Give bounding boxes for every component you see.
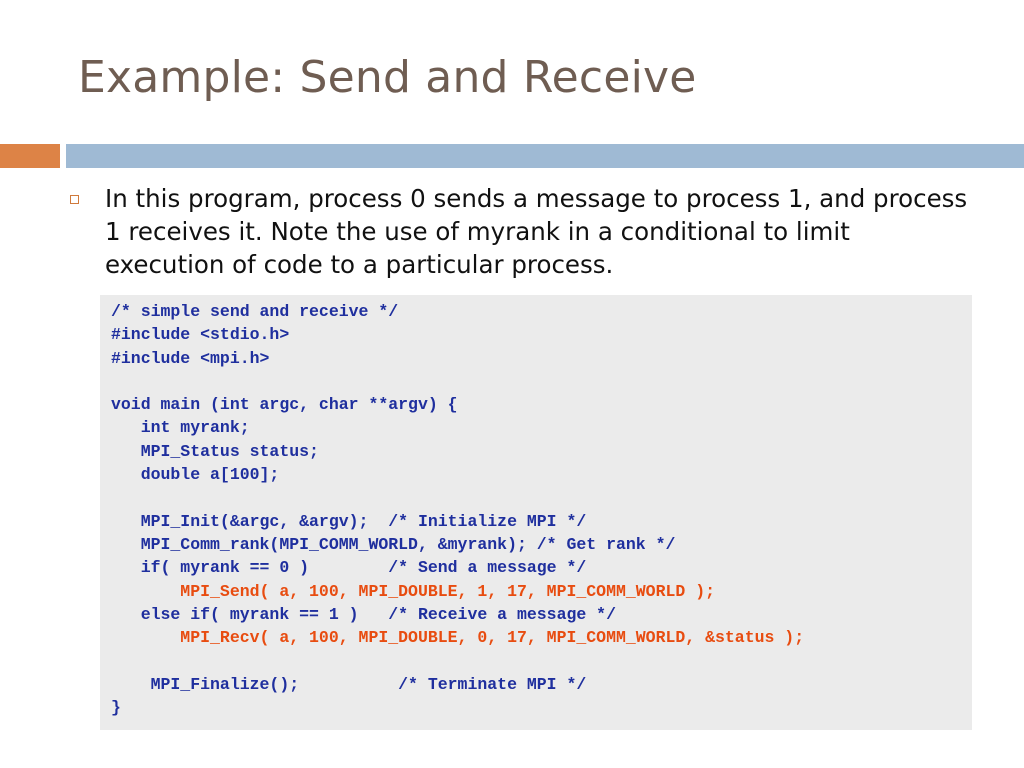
hollow-square-bullet-icon [70,195,79,204]
accent-bar-blue [66,144,1024,168]
code-line: MPI_Send( a, 100, MPI_DOUBLE, 1, 17, MPI… [111,581,715,601]
bullet-text: In this program, process 0 sends a messa… [105,184,968,279]
code-line: MPI_Recv( a, 100, MPI_DOUBLE, 0, 17, MPI… [111,628,805,648]
code-line [111,370,804,393]
code-line: MPI_Init(&argc, &argv); /* Initialize MP… [111,511,587,531]
code-line [111,649,804,672]
code-line: MPI_Finalize(); /* Terminate MPI */ [111,674,587,694]
code-line: #include <stdio.h> [111,325,290,345]
code-line: /* simple send and receive */ [111,302,399,321]
code-line: if( myrank == 0 ) /* Send a message */ [111,558,587,578]
code-line: double a[100]; [111,465,280,485]
code-line: void main (int argc, char **argv) { [111,395,458,415]
code-line: MPI_Comm_rank(MPI_COMM_WORLD, &myrank); … [111,534,676,554]
accent-bar-orange [0,144,60,168]
code-lines: /* simple send and receive */ #include <s… [111,300,804,719]
slide-title: Example: Send and Receive [78,52,697,103]
code-line: #include <mpi.h> [111,348,270,368]
code-line: MPI_Status status; [111,441,319,461]
code-line: int myrank; [111,418,250,438]
code-line: } [111,698,121,718]
code-block: /* simple send and receive */ #include <s… [100,295,972,730]
code-line [111,486,804,509]
code-line: else if( myrank == 1 ) /* Receive a mess… [111,604,616,624]
